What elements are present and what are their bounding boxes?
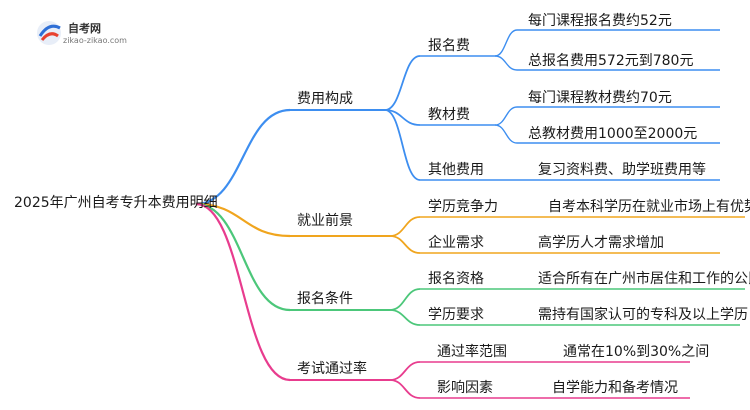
link-branch-1-child-0: [389, 216, 421, 237]
link-child-0-0-leaf-0: [494, 29, 518, 57]
branch-pass-rate: 考试通过率: [297, 361, 367, 377]
node-eligibility: 报名资格: [428, 271, 484, 287]
node-competitiveness: 学历竞争力: [428, 199, 498, 215]
leaf-education-req: 需持有国家认可的专科及以上学历: [538, 307, 748, 323]
leaf-reg-fee-per-course: 每门课程报名费约52元: [528, 13, 672, 29]
leaf-factors: 自学能力和备考情况: [552, 380, 678, 396]
logo-name: 自考网: [68, 22, 101, 35]
logo-url: zikao-zikao.com: [63, 36, 127, 45]
leaf-competitiveness: 自考本科学历在就业市场上有优势: [548, 199, 750, 215]
link-child-0-1-leaf-0: [494, 106, 518, 126]
link-branch-2-child-0: [389, 288, 421, 311]
leaf-reg-fee-total: 总报名费用572元到780元: [528, 53, 694, 69]
node-pass-range: 通过率范围: [437, 344, 507, 360]
leaf-textbook-per-course: 每门课程教材费约70元: [528, 90, 672, 106]
leaf-other-fees: 复习资料费、助学班费用等: [538, 162, 706, 178]
leaf-textbook-total: 总教材费用1000至2000元: [528, 126, 698, 142]
link-root-branch-1: [195, 202, 291, 238]
link-child-0-1-leaf-1: [494, 124, 518, 144]
node-education-req: 学历要求: [428, 307, 484, 323]
link-root-branch-3: [195, 202, 291, 382]
link-root-branch-2: [195, 202, 291, 312]
node-other-fees: 其他费用: [428, 162, 484, 178]
link-root-branch-0: [195, 108, 291, 206]
branch-registration: 报名条件: [297, 291, 353, 307]
leaf-enterprise-demand: 高学历人才需求增加: [538, 235, 664, 251]
link-child-0-0-leaf-1: [494, 55, 518, 71]
leaf-pass-range: 通常在10%到30%之间: [563, 344, 710, 360]
link-branch-0-child-0: [384, 55, 421, 111]
link-branch-3-child-0: [389, 361, 421, 381]
link-branch-1-child-1: [389, 235, 421, 254]
link-branch-2-child-1: [389, 309, 421, 326]
leaf-eligibility: 适合所有在广州市居住和工作的公民: [538, 271, 750, 287]
node-factors: 影响因素: [437, 380, 493, 396]
branch-fee-structure: 费用构成: [297, 91, 353, 107]
link-branch-3-child-1: [389, 379, 421, 399]
link-branch-0-child-2: [384, 109, 421, 181]
root-node: 2025年广州自考专升本费用明细: [14, 195, 218, 211]
site-logo: [37, 21, 61, 45]
node-registration-fee: 报名费: [428, 38, 470, 54]
node-textbook-fee: 教材费: [428, 107, 470, 123]
node-enterprise-demand: 企业需求: [428, 235, 484, 251]
branch-employment: 就业前景: [297, 213, 353, 229]
